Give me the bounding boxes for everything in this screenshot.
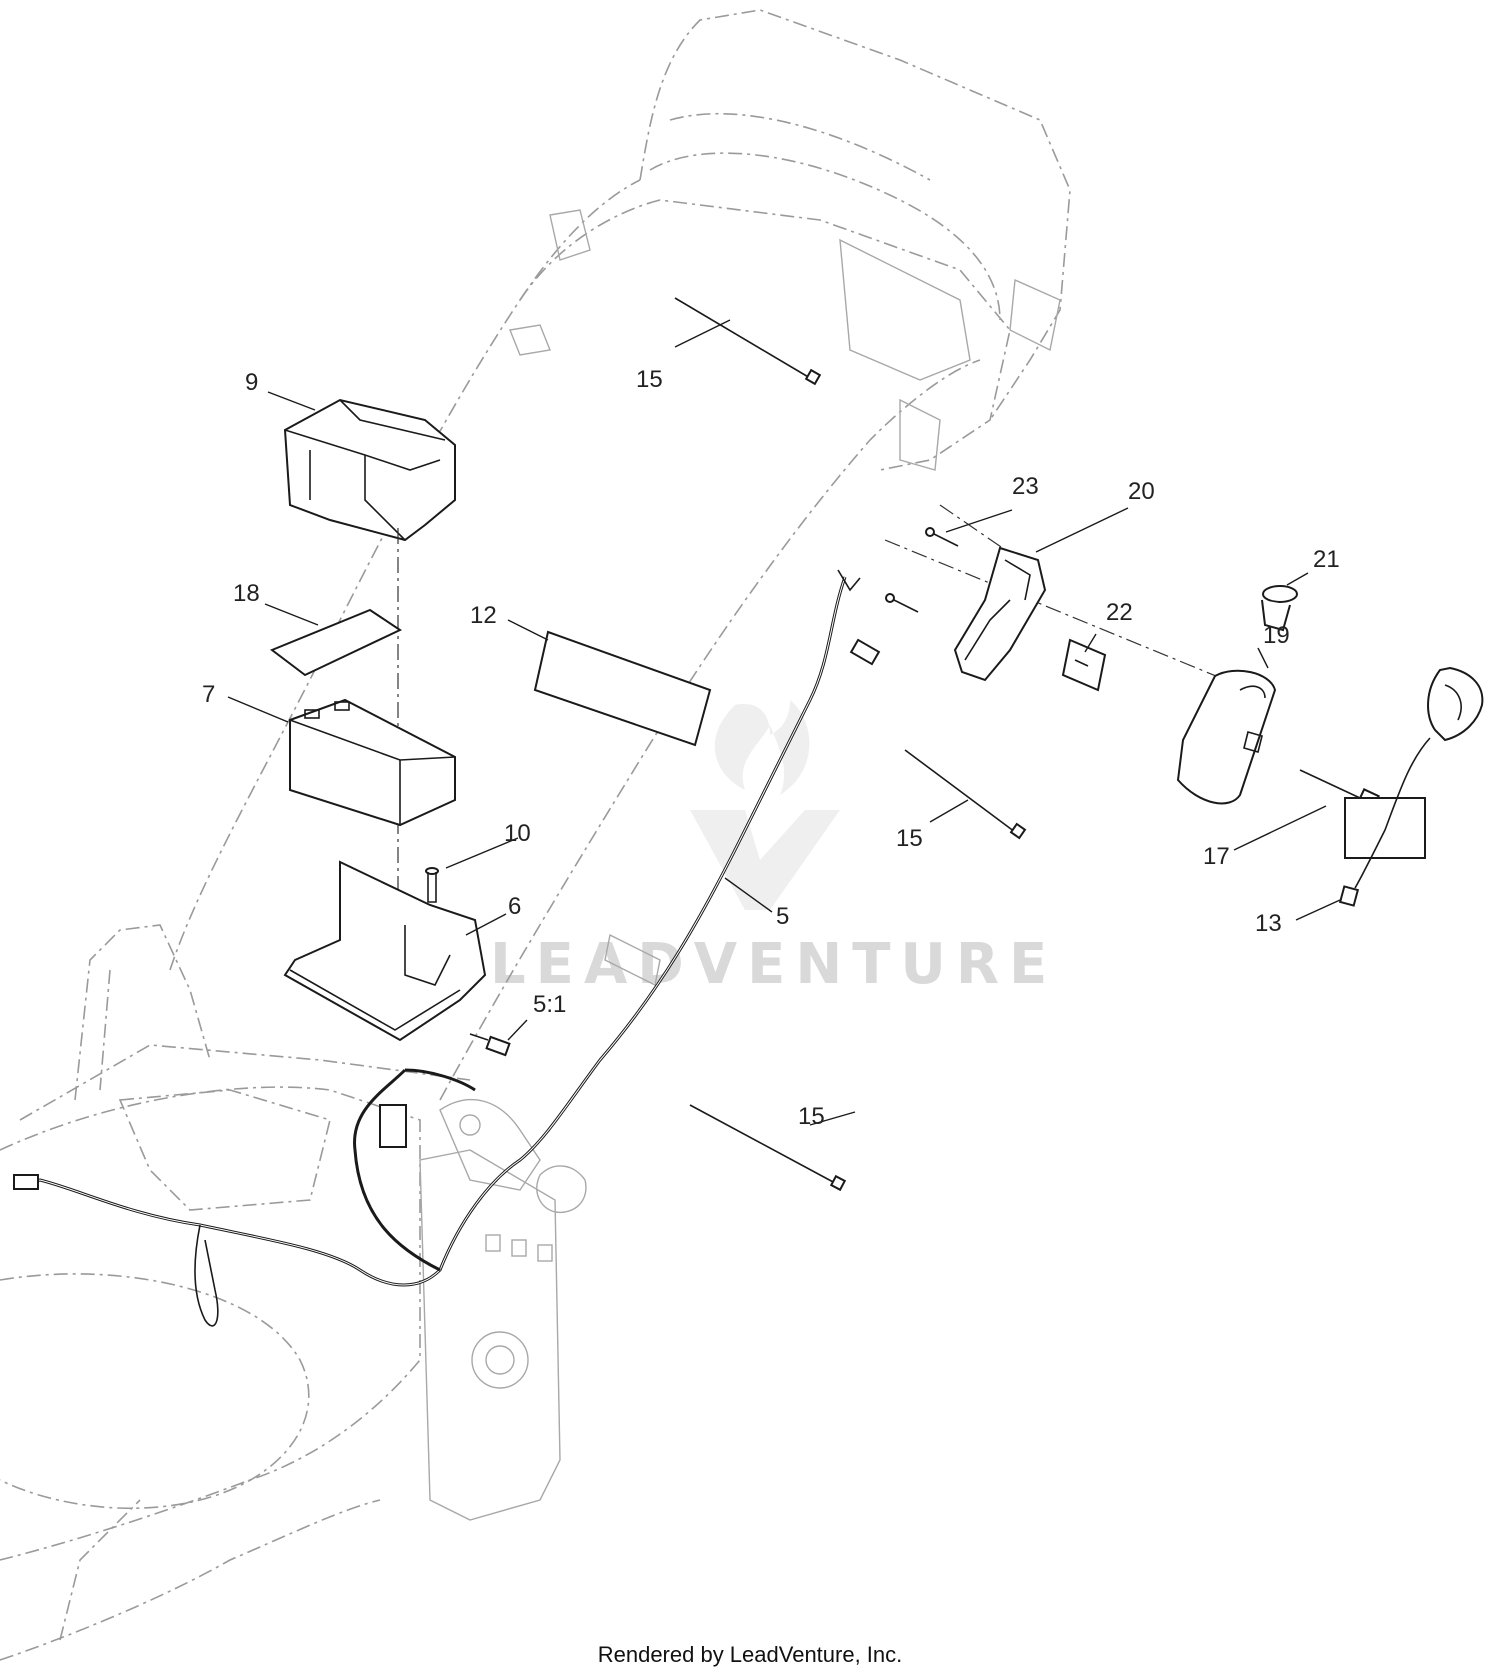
- callout-15-bottom: 15: [798, 1103, 825, 1130]
- part-13-key-sensor: [1338, 666, 1484, 907]
- watermark: LEADVENTURE: [490, 700, 1057, 997]
- callout-21: 21: [1313, 546, 1340, 573]
- callout-17: 17: [1203, 843, 1230, 870]
- part-22-switch: [1061, 638, 1107, 692]
- watermark-text: LEADVENTURE: [490, 932, 1057, 997]
- callout-7: 7: [202, 681, 215, 708]
- part-23-screw-lower: [885, 593, 919, 613]
- part-7-battery: [289, 698, 456, 827]
- part-21-button: [1261, 585, 1298, 632]
- part-12-decal: [533, 630, 712, 747]
- callout-15-mid: 15: [896, 825, 923, 852]
- callout-9: 9: [245, 369, 258, 396]
- callout-labels: 9 18 7 10 6 5:1 12 15 15 15 5 23 20 21 2…: [202, 366, 1340, 1130]
- callout-12: 12: [470, 602, 497, 629]
- callout-18: 18: [233, 580, 260, 607]
- callout-20: 20: [1128, 478, 1155, 505]
- part-23-screw-upper: [925, 527, 959, 547]
- callout-10: 10: [504, 820, 531, 847]
- callout-13: 13: [1255, 910, 1282, 937]
- part-5-1-fuse: [469, 1033, 511, 1057]
- part-5-wire-harness: [13, 569, 881, 1327]
- part-15-cable-tie-bottom: [689, 1104, 847, 1192]
- callout-15-top: 15: [636, 366, 663, 393]
- assembly-axis-control: [884, 539, 1251, 691]
- part-20-handle-bracket: [953, 546, 1047, 682]
- callout-23: 23: [1012, 473, 1039, 500]
- watermark-logo-icon: [690, 700, 840, 910]
- mower-phantom: [0, 9, 1071, 1661]
- part-15-cable-tie-top: [674, 297, 822, 386]
- leader-lines: [227, 319, 1341, 1126]
- render-credit: Rendered by LeadVenture, Inc.: [597, 1642, 903, 1667]
- callout-22: 22: [1106, 599, 1133, 626]
- part-6-battery-tray: [283, 860, 487, 1042]
- part-10-screw: [425, 867, 439, 903]
- callout-19: 19: [1263, 622, 1290, 649]
- callout-6: 6: [508, 893, 521, 920]
- part-9-battery-cover: [283, 398, 456, 542]
- callout-5-1: 5:1: [533, 991, 566, 1018]
- callout-5: 5: [776, 903, 789, 930]
- part-19-grip-cover: [1176, 669, 1277, 805]
- part-18-label: [269, 608, 403, 677]
- part-15-cable-tie-mid: [904, 749, 1027, 840]
